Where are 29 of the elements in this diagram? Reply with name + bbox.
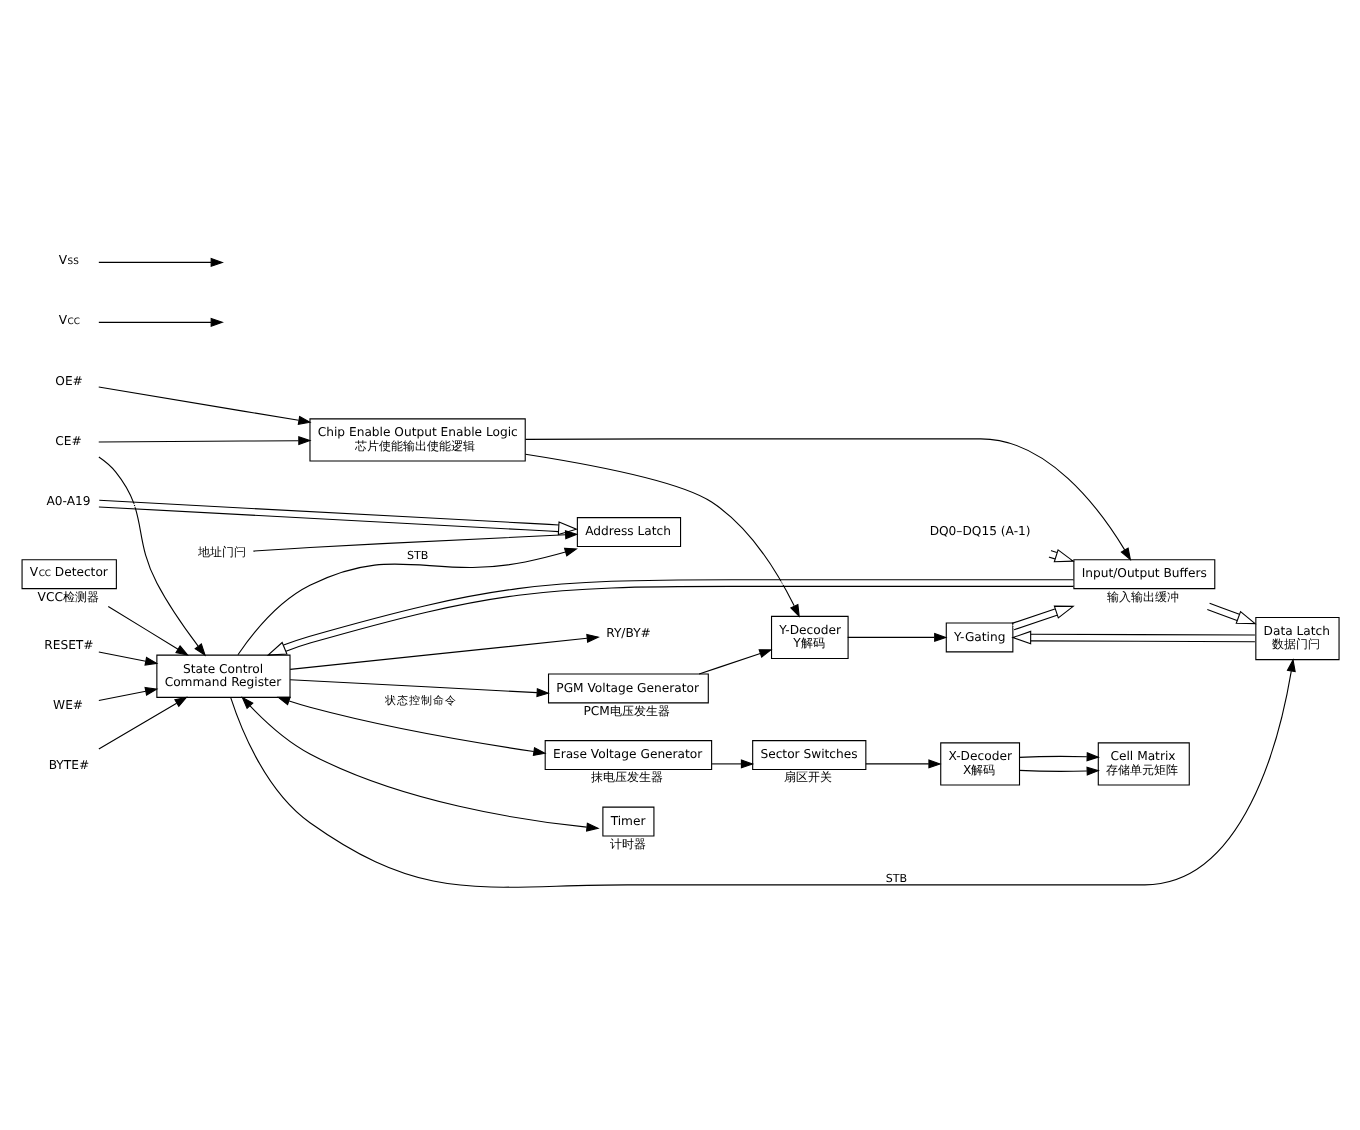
arrow <box>230 658 1296 888</box>
arrow <box>98 651 159 666</box>
arrow <box>98 686 159 702</box>
arrow <box>98 456 207 657</box>
arrow <box>241 696 600 832</box>
arrow <box>524 438 1132 561</box>
arrow <box>847 632 948 643</box>
arrow <box>1018 752 1100 762</box>
arrow <box>276 696 547 757</box>
arrow <box>524 453 800 618</box>
arrow <box>252 530 579 552</box>
arrow <box>289 679 550 698</box>
arrow <box>711 759 755 769</box>
arrow <box>1018 766 1100 776</box>
arrow <box>1011 605 1075 631</box>
arrow <box>865 759 942 769</box>
arrow <box>1011 630 1256 645</box>
arrow <box>107 606 189 656</box>
arrow <box>237 547 578 656</box>
arrow <box>698 649 773 675</box>
arrow <box>98 386 312 425</box>
arrow <box>289 633 600 670</box>
arrow <box>98 499 579 536</box>
arrow <box>1206 602 1257 625</box>
arrow <box>266 579 1074 656</box>
arrow <box>98 317 224 327</box>
arrow <box>98 257 224 268</box>
arrow <box>98 436 312 446</box>
arrow <box>98 696 188 750</box>
